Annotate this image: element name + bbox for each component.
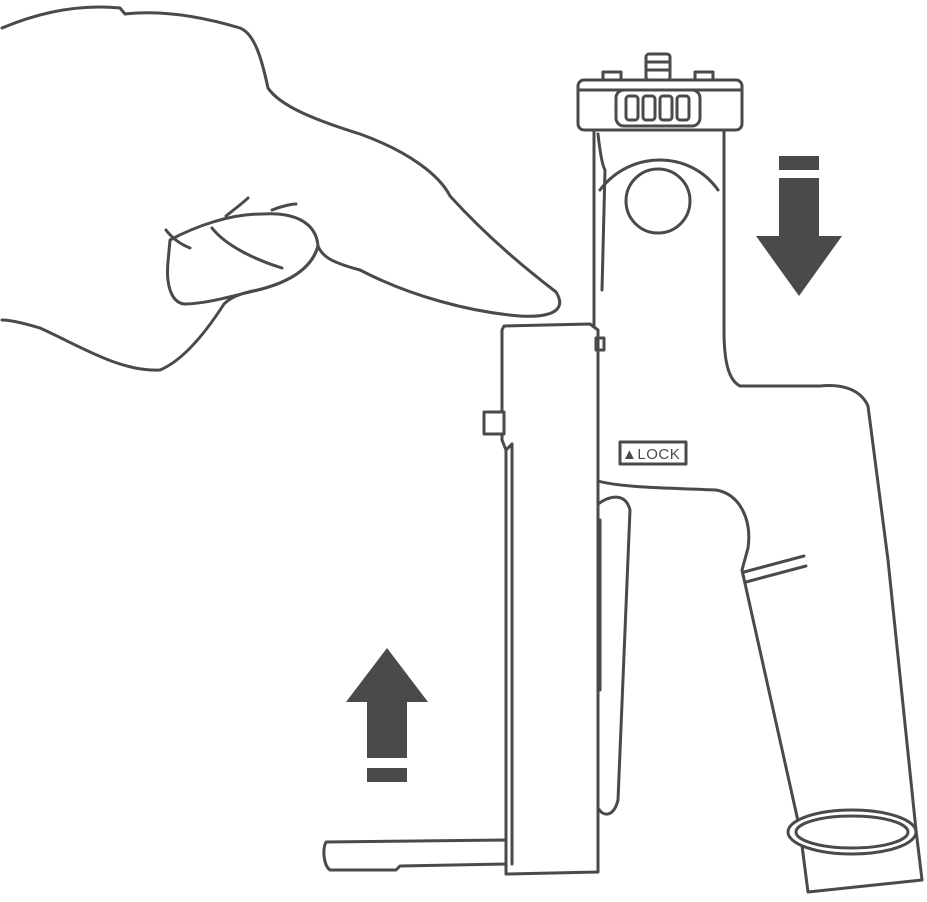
hand-outline <box>0 5 562 372</box>
clamp-plate <box>500 322 600 876</box>
clamp-spring <box>594 495 632 816</box>
pivot-button <box>624 167 692 235</box>
tripod-screw <box>644 52 672 82</box>
grip-outline <box>592 128 924 894</box>
curled-finger <box>166 212 320 306</box>
base-disc <box>786 808 918 856</box>
grip-ridge-1 <box>742 554 806 574</box>
clamp-side-tab <box>482 410 506 436</box>
grip-body <box>576 52 924 894</box>
lock-label-text: ▲LOCK <box>622 446 680 463</box>
arrow-down-icon <box>756 156 842 296</box>
arrow-up-icon <box>346 648 428 782</box>
hand-icon <box>0 5 562 372</box>
finger-crease-2 <box>164 228 192 250</box>
grip-ridge-2 <box>744 564 808 584</box>
lock-label: ▲LOCK <box>618 440 688 466</box>
fingernail-line-2 <box>270 202 298 212</box>
finger-crease <box>210 226 284 270</box>
phone-clamp <box>322 322 632 876</box>
neck-outline <box>596 132 607 292</box>
fingernail-line <box>224 196 250 218</box>
clamp-foot <box>322 838 508 872</box>
